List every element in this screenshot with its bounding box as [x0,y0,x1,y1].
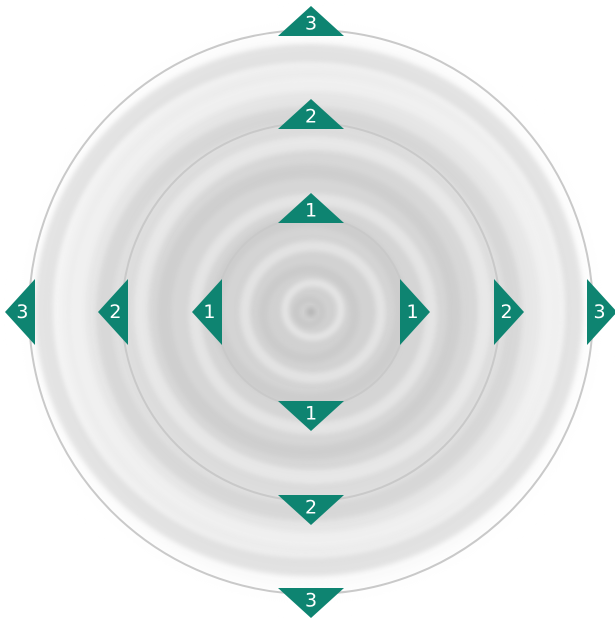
arrow-label: 3 [594,301,606,323]
water-center-drop [306,307,316,317]
arrow-label: 2 [305,497,317,519]
arrow-label: 2 [109,301,121,323]
arrow-label: 3 [305,590,317,612]
arrow-label: 1 [305,403,317,425]
arrow-label: 2 [501,301,513,323]
arrow-label: 3 [305,12,317,34]
arrow-label: 1 [305,199,317,221]
arrow-label: 3 [16,301,28,323]
arrow-label: 1 [203,301,215,323]
arrow-label: 1 [407,301,419,323]
arrow-label: 2 [305,105,317,127]
